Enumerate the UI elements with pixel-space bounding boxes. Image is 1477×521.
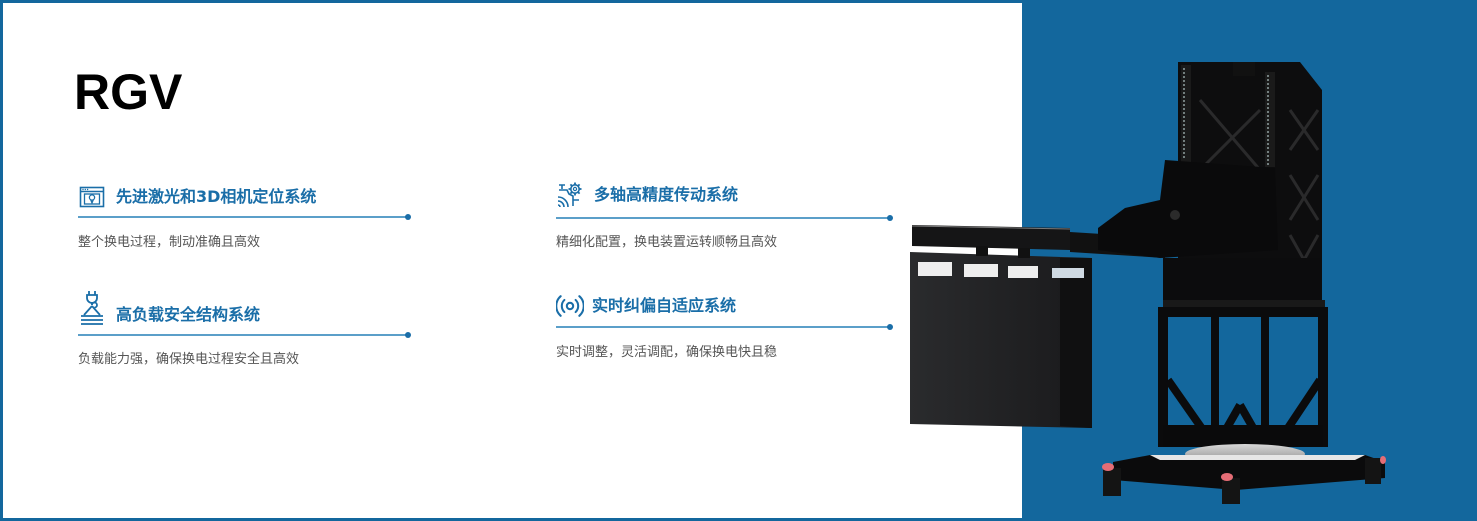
feature-header: 实时纠偏自适应系统: [556, 291, 736, 321]
divider-line: [78, 334, 407, 336]
divider-dot: [887, 324, 893, 330]
divider-line: [556, 217, 889, 219]
crane-hook-load-icon: [78, 290, 106, 326]
divider-line: [78, 216, 407, 218]
feature-high-load-structure: 高负载安全结构系统 负载能力强，确保换电过程安全且高效: [78, 290, 413, 372]
feature-heading: 高负载安全结构系统: [116, 305, 261, 324]
feature-description: 精细化配置，换电装置运转顺畅且高效: [556, 235, 778, 250]
feature-heading: 先进激光和3D相机定位系统: [116, 187, 317, 206]
laser-camera-icon: [78, 182, 106, 212]
feature-multi-axis-drive: 多轴高精度传动系统 精细化配置，换电装置运转顺畅且高效: [556, 180, 896, 262]
signal-broadcast-icon: [556, 291, 584, 321]
page-title: RGV: [74, 64, 183, 120]
divider-dot: [887, 215, 893, 221]
divider-dot: [405, 332, 411, 338]
feature-description: 整个换电过程，制动准确且高效: [78, 235, 261, 250]
divider-line: [556, 326, 889, 328]
feature-header: 高负载安全结构系统: [78, 290, 260, 326]
feature-description: 负载能力强，确保换电过程安全且高效: [78, 352, 300, 367]
multi-axis-gear-icon: [556, 180, 584, 210]
feature-real-time-correction: 实时纠偏自适应系统 实时调整，灵活调配，确保换电快且稳: [556, 291, 896, 371]
divider-dot: [405, 214, 411, 220]
content-panel: [3, 3, 1022, 518]
feature-laser-camera: 先进激光和3D相机定位系统 整个换电过程，制动准确且高效: [78, 182, 413, 262]
feature-heading: 多轴高精度传动系统: [594, 185, 739, 204]
feature-description: 实时调整，灵活调配，确保换电快且稳: [556, 345, 778, 360]
feature-header: 多轴高精度传动系统: [556, 180, 738, 210]
feature-heading: 实时纠偏自适应系统: [592, 296, 737, 315]
feature-header: 先进激光和3D相机定位系统: [78, 182, 316, 212]
